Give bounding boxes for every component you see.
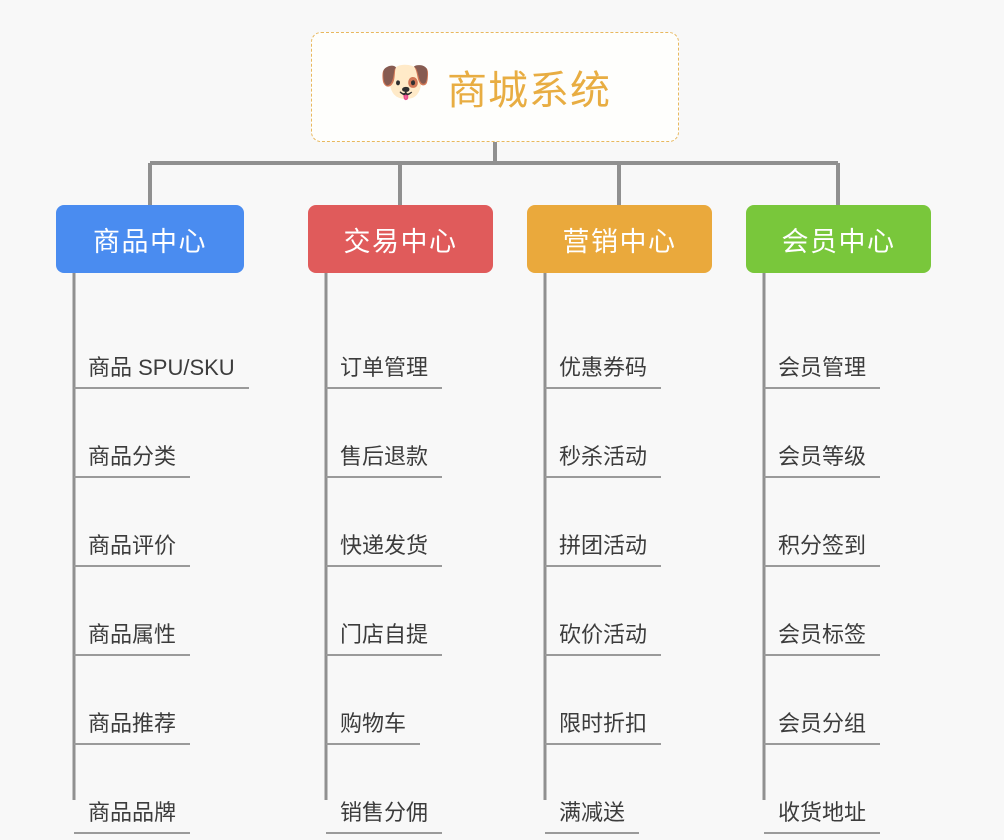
list-item[interactable]: 商品分类 bbox=[74, 389, 244, 478]
list-item[interactable]: 售后退款 bbox=[326, 389, 493, 478]
list-item[interactable]: 会员等级 bbox=[764, 389, 931, 478]
leaf-label: 会员分组 bbox=[778, 710, 867, 736]
leaf-list-4: 会员管理 会员等级 积分签到 会员标签 会员分组 收货地址 bbox=[746, 300, 931, 834]
leaf-label: 满减送 bbox=[559, 799, 626, 825]
leaf-label: 销售分佣 bbox=[340, 799, 429, 825]
leaf-label: 购物车 bbox=[340, 710, 407, 736]
leaf-label: 会员管理 bbox=[778, 354, 867, 380]
root-node[interactable]: 🐶 商城系统 bbox=[311, 32, 679, 142]
list-item[interactable]: 商品推荐 bbox=[74, 656, 244, 745]
list-item[interactable]: 订单管理 bbox=[326, 300, 493, 389]
list-item[interactable]: 商品品牌 bbox=[74, 745, 244, 834]
branch-column-1: 商品中心 商品 SPU/SKU 商品分类 商品评价 商品属性 商品推荐 商品品牌 bbox=[56, 205, 249, 834]
leaf-label: 会员标签 bbox=[778, 621, 867, 647]
list-item[interactable]: 会员分组 bbox=[764, 656, 931, 745]
page-title: 商城系统 bbox=[447, 69, 611, 113]
leaf-label: 优惠券码 bbox=[559, 354, 648, 380]
list-item[interactable]: 收货地址 bbox=[764, 745, 931, 834]
leaf-label: 快递发货 bbox=[340, 532, 429, 558]
branch-header-label: 会员中心 bbox=[781, 226, 896, 257]
leaf-label: 积分签到 bbox=[778, 532, 867, 558]
branch-header-3[interactable]: 营销中心 bbox=[527, 205, 712, 273]
leaf-label: 商品 SPU/SKU bbox=[88, 354, 235, 380]
list-item[interactable]: 门店自提 bbox=[326, 567, 493, 656]
branch-header-2[interactable]: 交易中心 bbox=[308, 205, 493, 273]
branch-header-label: 营销中心 bbox=[562, 226, 677, 257]
leaf-list-3: 优惠券码 秒杀活动 拼团活动 砍价活动 限时折扣 满减送 bbox=[527, 300, 712, 834]
list-item[interactable]: 商品属性 bbox=[74, 567, 244, 656]
list-item[interactable]: 会员管理 bbox=[764, 300, 931, 389]
list-item[interactable]: 限时折扣 bbox=[545, 656, 712, 745]
leaf-label: 售后退款 bbox=[340, 443, 429, 469]
list-item[interactable]: 商品 SPU/SKU bbox=[74, 300, 249, 389]
branch-column-3: 营销中心 优惠券码 秒杀活动 拼团活动 砍价活动 限时折扣 满减送 bbox=[527, 205, 712, 834]
list-item[interactable]: 会员标签 bbox=[764, 567, 931, 656]
list-item[interactable]: 拼团活动 bbox=[545, 478, 712, 567]
list-item[interactable]: 秒杀活动 bbox=[545, 389, 712, 478]
list-item[interactable]: 满减送 bbox=[545, 745, 712, 834]
branch-column-2: 交易中心 订单管理 售后退款 快递发货 门店自提 购物车 销售分佣 bbox=[308, 205, 493, 834]
leaf-label: 拼团活动 bbox=[559, 532, 648, 558]
leaf-label: 商品评价 bbox=[88, 532, 177, 558]
branch-header-1[interactable]: 商品中心 bbox=[56, 205, 244, 273]
leaf-label: 商品属性 bbox=[88, 621, 177, 647]
branch-header-4[interactable]: 会员中心 bbox=[746, 205, 931, 273]
list-item[interactable]: 销售分佣 bbox=[326, 745, 493, 834]
list-item[interactable]: 购物车 bbox=[326, 656, 493, 745]
dog-face-icon: 🐶 bbox=[379, 58, 432, 105]
leaf-label: 砍价活动 bbox=[559, 621, 648, 647]
leaf-list-1: 商品 SPU/SKU 商品分类 商品评价 商品属性 商品推荐 商品品牌 bbox=[56, 300, 249, 834]
leaf-label: 会员等级 bbox=[778, 443, 867, 469]
leaf-label: 商品推荐 bbox=[88, 710, 177, 736]
list-item[interactable]: 快递发货 bbox=[326, 478, 493, 567]
leaf-label: 商品品牌 bbox=[88, 799, 177, 825]
list-item[interactable]: 优惠券码 bbox=[545, 300, 712, 389]
leaf-label: 收货地址 bbox=[778, 799, 867, 825]
leaf-label: 门店自提 bbox=[340, 621, 429, 647]
leaf-list-2: 订单管理 售后退款 快递发货 门店自提 购物车 销售分佣 bbox=[308, 300, 493, 834]
list-item[interactable]: 积分签到 bbox=[764, 478, 931, 567]
branch-header-label: 交易中心 bbox=[343, 226, 458, 257]
leaf-label: 订单管理 bbox=[340, 354, 429, 380]
leaf-label: 商品分类 bbox=[88, 443, 177, 469]
leaf-label: 秒杀活动 bbox=[559, 443, 648, 469]
branch-column-4: 会员中心 会员管理 会员等级 积分签到 会员标签 会员分组 收货地址 bbox=[746, 205, 931, 834]
list-item[interactable]: 商品评价 bbox=[74, 478, 244, 567]
branch-header-label: 商品中心 bbox=[93, 226, 207, 257]
list-item[interactable]: 砍价活动 bbox=[545, 567, 712, 656]
leaf-label: 限时折扣 bbox=[559, 710, 648, 736]
